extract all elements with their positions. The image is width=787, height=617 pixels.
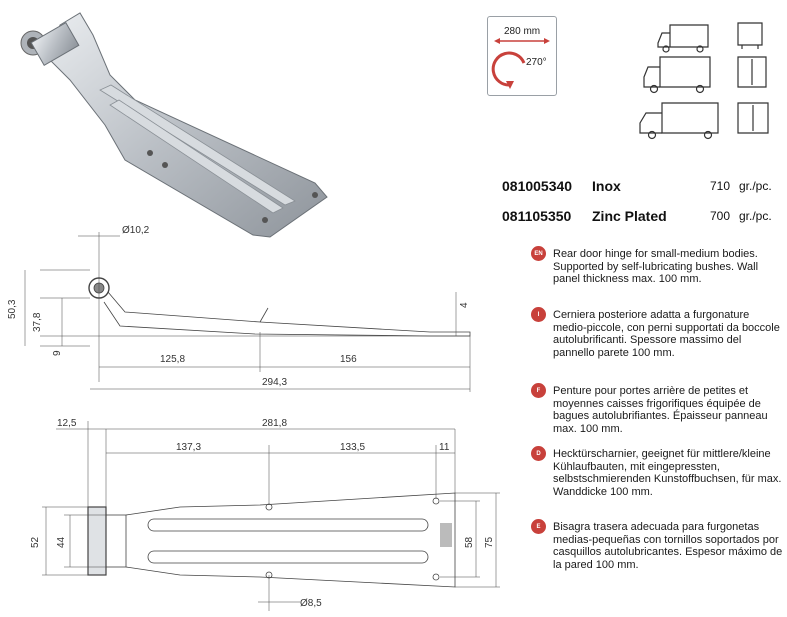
description-de: Hecktürscharnier, geeignet für mittlere/…	[553, 448, 782, 498]
dim-length-total: 294,3	[262, 377, 287, 388]
product-material: Inox	[592, 178, 621, 194]
lang-badge-en: EN	[531, 246, 546, 261]
dim-width-outer: 52	[30, 536, 41, 548]
dim-length-b: 156	[340, 354, 357, 365]
dim-height-total: 50,3	[7, 299, 18, 319]
lang-badge-es: E	[531, 519, 546, 534]
side-view-drawing: Ø10,2 50,3 37,8 9 4 125,8 156 294,3	[7, 225, 471, 392]
dim-hole-diameter: Ø10,2	[122, 225, 150, 236]
dim-seg-c: 11	[439, 442, 450, 453]
description-it: Cerniera posteriore adatta a furgonature…	[553, 309, 780, 359]
description-en: Rear door hinge for small-medium bodies.…	[553, 248, 759, 285]
badge-angle: 270°	[526, 57, 547, 68]
dim-width-inner: 44	[56, 536, 67, 548]
top-view-drawing: 12,5 281,8 137,3 133,5 11 52 44 58 75 Ø8…	[30, 418, 500, 611]
dim-thickness: 4	[459, 302, 470, 308]
dim-knuckle: 12,5	[57, 418, 77, 429]
product-code: 081105350	[502, 208, 572, 224]
product-material: Zinc Plated	[592, 208, 667, 224]
dim-offset-bottom: 9	[52, 350, 63, 356]
dim-hole-spacing: 58	[464, 536, 475, 548]
vehicle-icons	[639, 22, 769, 140]
dim-plate-width: 75	[484, 536, 495, 548]
dim-length-main: 281,8	[262, 418, 287, 429]
product-unit: gr./pc.	[739, 209, 772, 223]
description-es: Bisagra trasera adecuada para furgonetas…	[553, 521, 783, 571]
lang-badge-it: I	[531, 307, 546, 322]
spec-badge: 280 mm 270°	[487, 16, 557, 96]
product-weight: 710	[710, 179, 731, 193]
dim-screw-hole: Ø8,5	[300, 598, 322, 609]
dim-seg-b: 133,5	[340, 442, 365, 453]
lang-badge-de: D	[531, 446, 546, 461]
lang-badge-fr: F	[531, 383, 546, 398]
badge-size: 280 mm	[504, 26, 541, 37]
dim-height-mid: 37,8	[32, 312, 43, 332]
dim-seg-a: 137,3	[176, 442, 201, 453]
product-weight: 700	[710, 209, 731, 223]
product-code: 081005340	[502, 178, 573, 194]
dim-length-a: 125,8	[160, 354, 185, 365]
hinge-3d-illustration	[20, 12, 328, 238]
product-unit: gr./pc.	[739, 179, 772, 193]
description-fr: Penture pour portes arrière de petites e…	[553, 385, 768, 435]
